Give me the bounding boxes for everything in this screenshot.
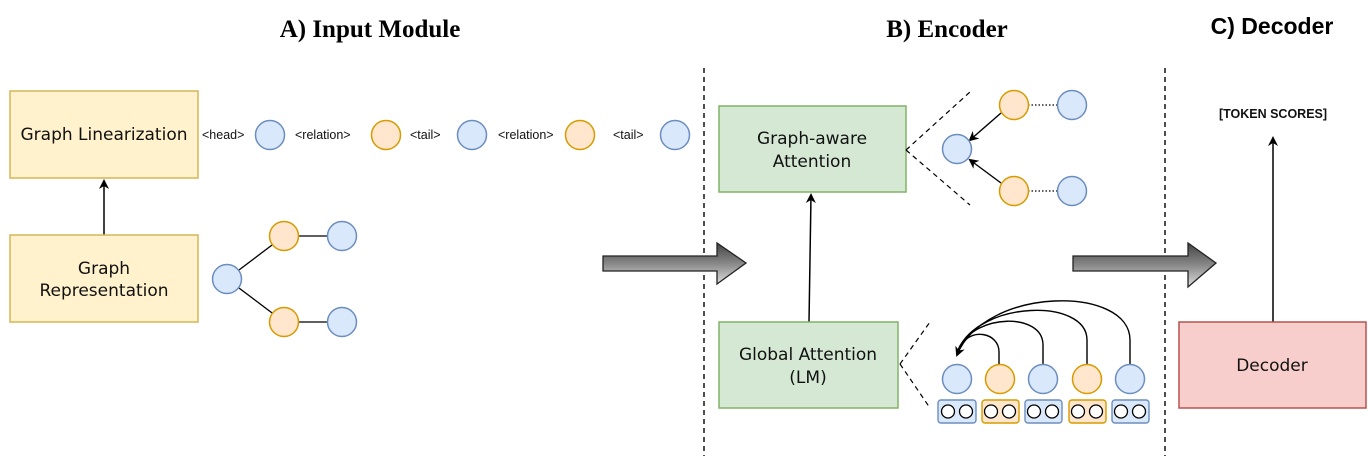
relation-node [370, 119, 402, 151]
decoder-label: Decoder [1236, 356, 1308, 376]
input-module-title: A) Input Module [280, 16, 461, 43]
graph-linearization-box: Graph Linearization [9, 90, 199, 179]
token-embedding [1024, 399, 1063, 424]
entity-node [456, 119, 488, 151]
attention-arrow [968, 112, 1002, 142]
encoder-title: B) Encoder [886, 16, 1008, 43]
graph-linearization-label: Graph Linearization [20, 125, 187, 145]
entity-node [326, 306, 358, 338]
graph-representation-label-line2: Representation [39, 281, 168, 301]
token-label-tail: <tail> [410, 128, 441, 142]
token-embedding [1068, 399, 1107, 424]
entity-node [1056, 175, 1088, 207]
attention-curve [955, 300, 1131, 365]
graph-aware-attention-label-line1: Graph-aware [757, 129, 867, 149]
token-label-relation: <relation> [498, 128, 554, 142]
relation-node [268, 306, 300, 338]
token-label-tail: <tail> [613, 128, 644, 142]
global-to-graph-aware-arrow [805, 193, 816, 323]
zoom-cone-line [899, 321, 931, 365]
entity-node [1027, 363, 1059, 395]
attention-curve [957, 309, 1088, 365]
relation-node [998, 175, 1030, 207]
entity-node [211, 263, 243, 295]
linearized-sequence: <head> <relation> <tail> <relation> <tai… [202, 119, 691, 151]
entity-node [254, 119, 286, 151]
attention-curve [959, 320, 1044, 365]
token-scores-label: [TOKEN SCORES] [1219, 107, 1327, 121]
graph-representation-box: Graph Representation [9, 234, 199, 323]
relation-node [564, 119, 596, 151]
graph-aware-attention-label-line2: Attention [773, 152, 851, 172]
relation-node [268, 220, 300, 252]
relation-node [998, 89, 1030, 121]
global-attention-label-line1: Global Attention [739, 345, 877, 365]
attention-curve [961, 333, 1000, 365]
decoder-title: C) Decoder [1211, 13, 1334, 39]
entity-node [326, 220, 358, 252]
entity-node [941, 133, 973, 165]
decoder-box: Decoder [1178, 321, 1367, 409]
global-attention-tokens [937, 300, 1150, 424]
token-embedding [1111, 399, 1150, 424]
entity-node [1114, 363, 1146, 395]
graph-aware-attention-box: Graph-aware Attention [718, 105, 907, 193]
encoder-to-decoder-arrow [1072, 241, 1218, 289]
token-label-relation: <relation> [295, 128, 351, 142]
input-to-encoder-arrow [602, 241, 748, 286]
zoom-cone-line [899, 363, 931, 409]
graph-representation-label-line1: Graph [78, 259, 130, 279]
entity-node [1056, 89, 1088, 121]
entity-node [659, 119, 691, 151]
entity-node [941, 363, 973, 395]
graph-aware-neighborhood [941, 89, 1088, 207]
global-attention-label-line2: (LM) [789, 368, 826, 388]
token-embedding [981, 399, 1020, 424]
token-embedding [937, 399, 977, 424]
global-attention-box: Global Attention (LM) [718, 321, 899, 409]
attention-arrow [968, 158, 1002, 184]
relation-node [984, 363, 1016, 395]
token-label-head: <head> [202, 128, 244, 142]
input-graph [211, 220, 358, 338]
relation-node [1071, 363, 1103, 395]
